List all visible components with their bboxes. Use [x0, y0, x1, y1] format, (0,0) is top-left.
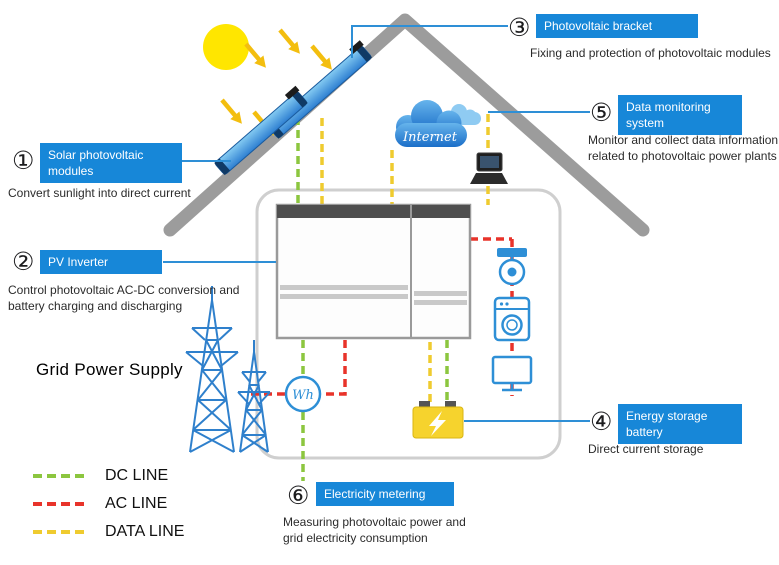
- ac-line-label: AC LINE: [105, 494, 168, 512]
- roof: [163, 13, 650, 237]
- label-solar-modules-desc: Convert sunlight into direct current: [8, 186, 191, 200]
- label-data-monitoring-desc: Monitor and collect data information rel…: [588, 133, 779, 163]
- data-line-swatch: [33, 529, 89, 534]
- legend-row-data: DATA LINE: [33, 522, 184, 541]
- inverter-unit: [275, 203, 472, 340]
- washing-machine-icon: [493, 296, 531, 342]
- legend-row-ac: AC LINE: [33, 494, 184, 513]
- label-pv-inverter-desc: Control photovoltaic AC-DC conversion an…: [8, 283, 240, 313]
- label-solar-modules-number: ①: [12, 146, 35, 175]
- label-data-monitoring-number: ⑤: [590, 98, 613, 127]
- label-data-monitoring-box: Data monitoring system: [618, 95, 742, 136]
- label-electricity-metering-box: Electricity metering: [316, 482, 454, 507]
- dc-line-swatch: [33, 473, 89, 478]
- solar-panel-lower: [214, 85, 308, 176]
- tv-icon: [491, 355, 533, 392]
- internet-label: Internet: [402, 130, 458, 145]
- legend-row-dc: DC LINE: [33, 466, 184, 485]
- ac-line-swatch: [33, 501, 89, 506]
- battery-icon: [412, 401, 464, 439]
- data-line-label: DATA LINE: [105, 522, 185, 540]
- label-solar-modules-box: Solar photovoltaic modules: [40, 143, 182, 184]
- data-lines: [320, 114, 490, 404]
- wh-meter-icon: Wh: [284, 375, 322, 413]
- transmission-towers-icon: [185, 286, 271, 453]
- label-storage-battery-number: ④: [590, 407, 613, 436]
- label-pv-bracket-desc: Fixing and protection of photovoltaic mo…: [530, 46, 771, 60]
- label-storage-battery-box: Energy storage battery: [618, 404, 742, 445]
- grid-power-supply-label: Grid Power Supply: [36, 360, 183, 379]
- label-pv-inverter-box: PV Inverter: [40, 250, 162, 275]
- label-storage-battery-desc: Direct current storage: [588, 442, 704, 456]
- legend: DC LINE AC LINE DATA LINE: [33, 466, 184, 541]
- label-electricity-metering-number: ⑥: [287, 481, 310, 510]
- sun-icon: [203, 24, 249, 70]
- pointer-lines: [163, 25, 590, 422]
- label-pv-bracket-number: ③: [508, 13, 531, 42]
- label-electricity-metering-desc: Measuring photovoltaic power and grid el…: [283, 515, 466, 545]
- wh-meter-label: Wh: [292, 388, 314, 403]
- laptop-icon: [470, 152, 508, 184]
- dc-line-label: DC LINE: [105, 466, 169, 484]
- fan-icon: [497, 248, 527, 286]
- internet-cloud-icon: Internet: [395, 100, 481, 147]
- label-pv-bracket-box: Photovoltaic bracket: [536, 14, 698, 39]
- label-pv-inverter-number: ②: [12, 247, 35, 276]
